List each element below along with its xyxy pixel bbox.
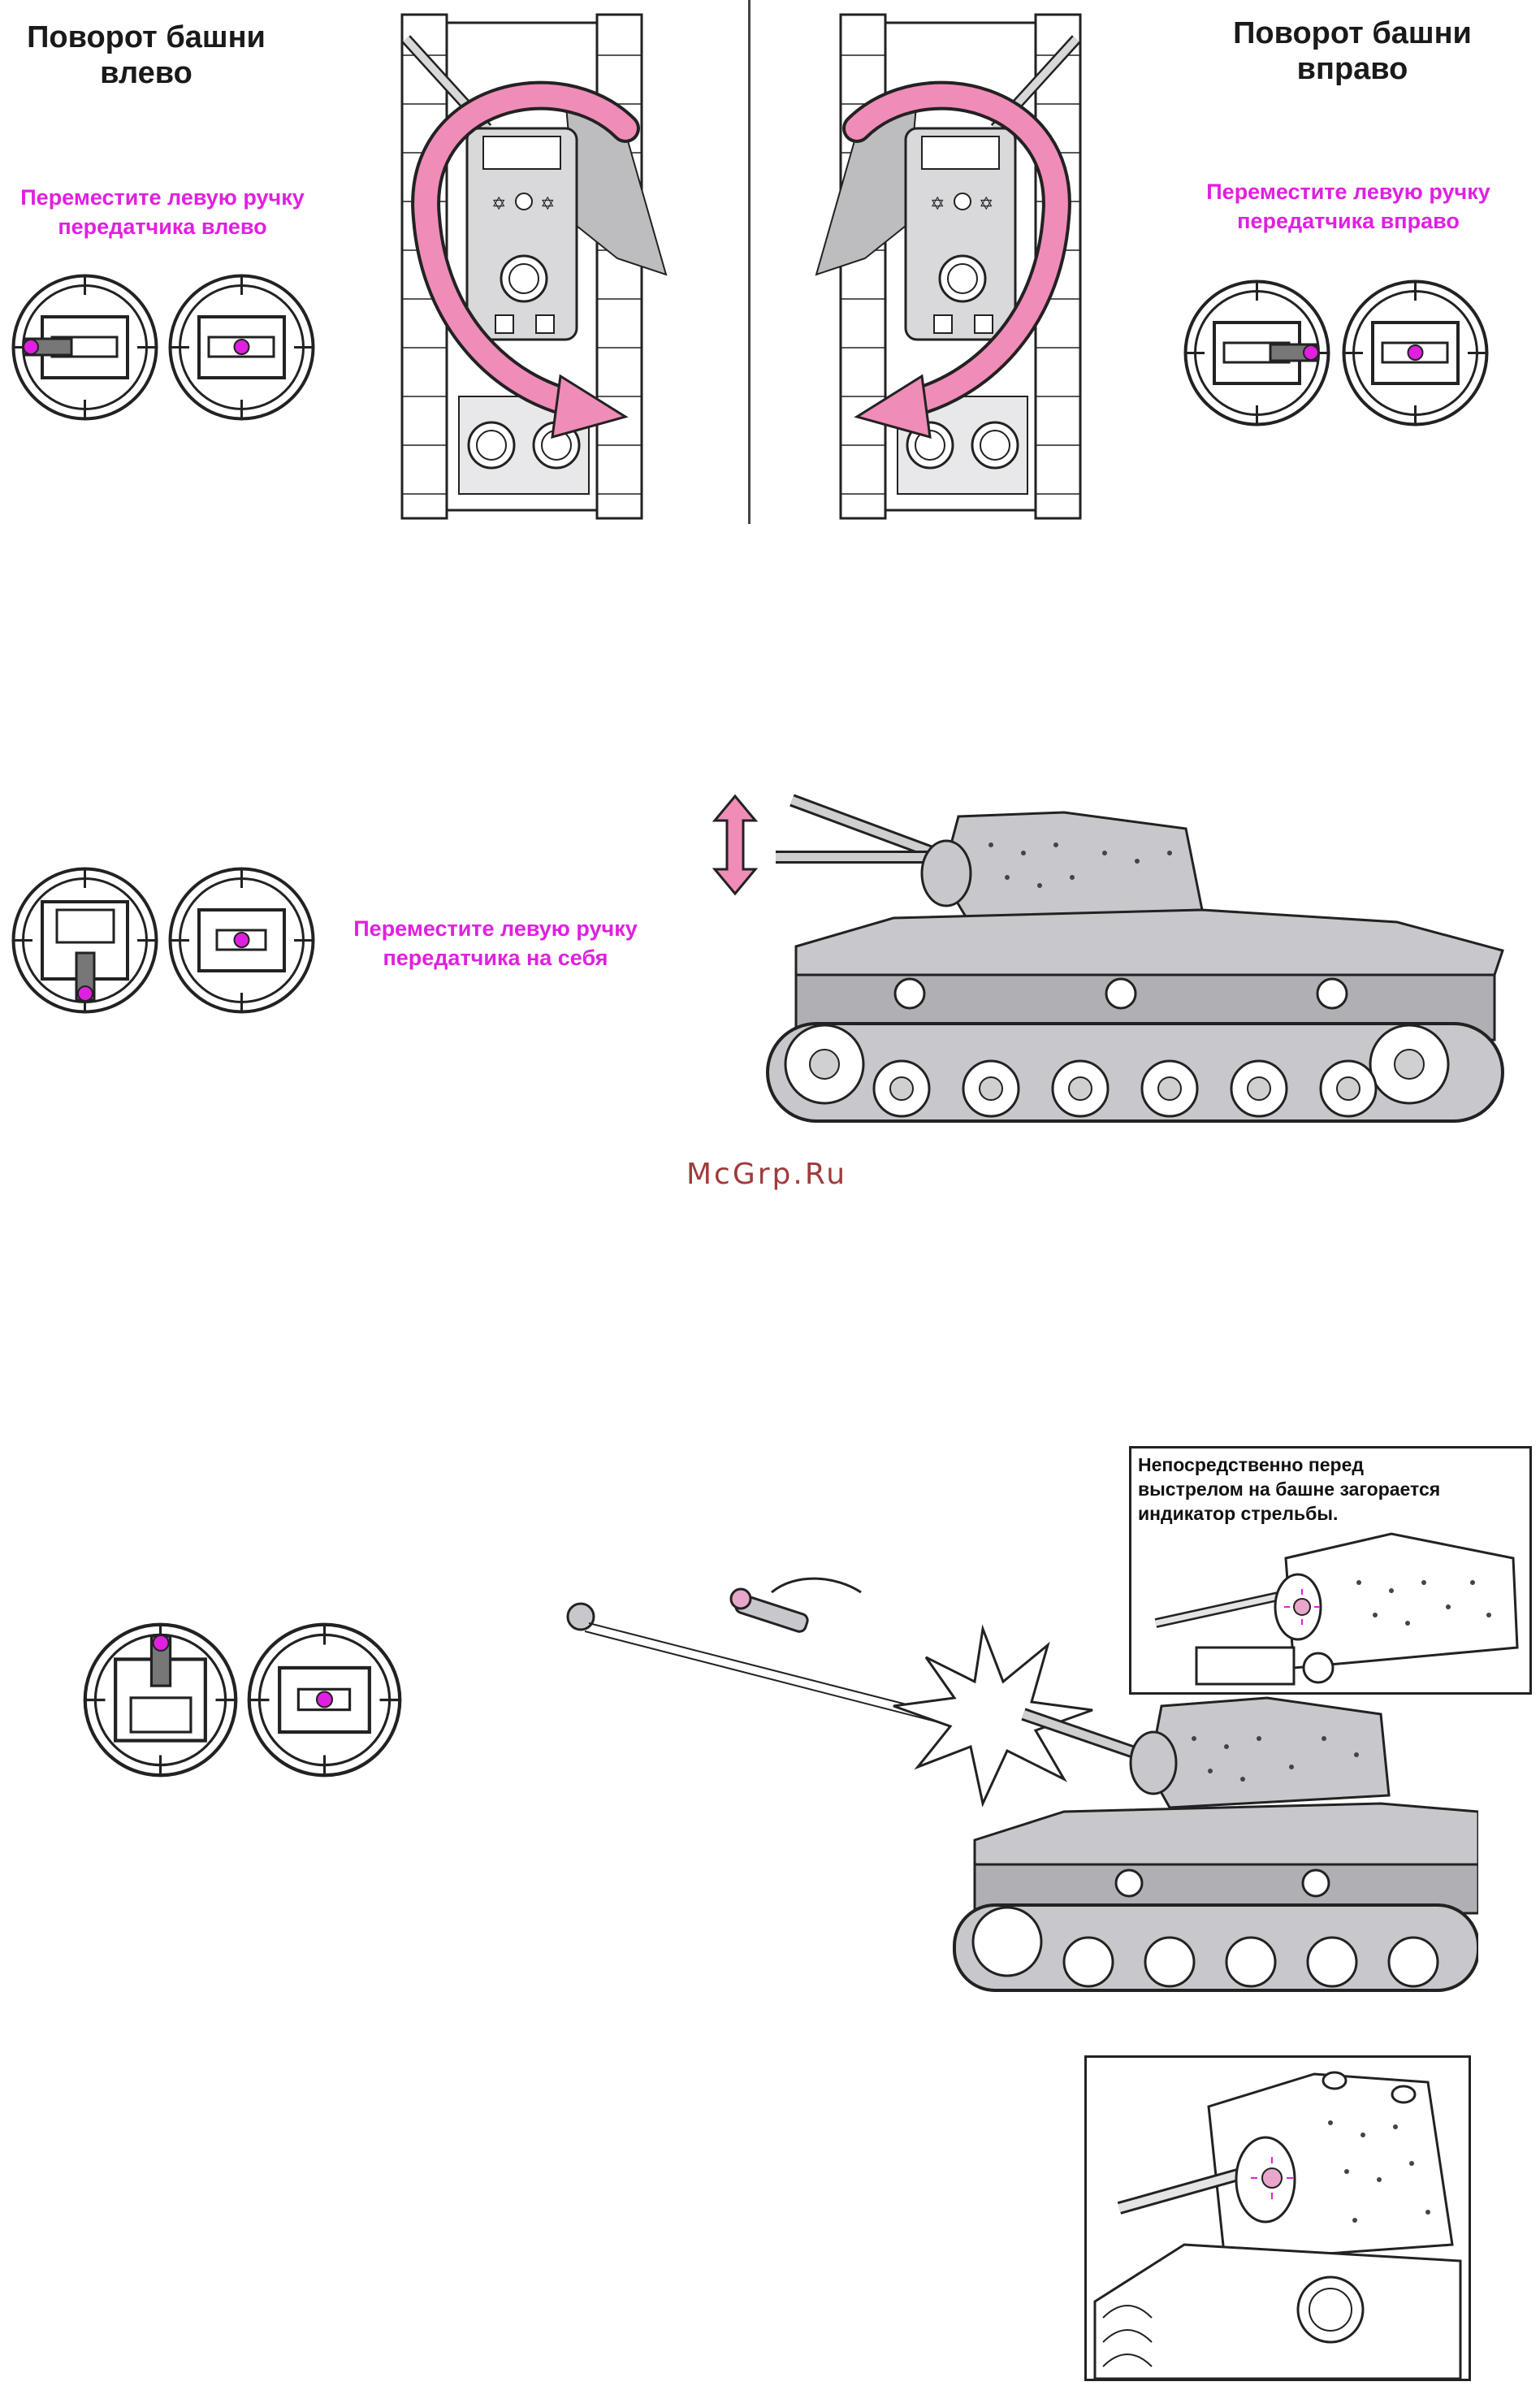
turret-indicator-closeup-illustration [1148,1526,1521,1688]
turret-left-instruction: Переместите левую ручку передатчика влев… [0,183,325,242]
turret-left-instruction-line1: Переместите левую ручку [0,183,325,212]
turret-right-title: Поворот башни вправо [1222,16,1482,87]
tank-side-elevation-illustration [699,780,1507,1137]
turret-left-instruction-line2: передатчика влево [0,212,325,241]
controller-stick-up-icon [81,1621,240,1779]
svg-text:✡: ✡ [491,194,506,214]
tank-topdown-left-illustration: ✡ ✡ [357,6,707,522]
turret-right-instruction-line1: Переместите левую ручку [1178,177,1519,206]
svg-text:✡: ✡ [540,194,555,214]
firing-note-line3: индикатор стрельбы. [1138,1502,1520,1526]
gun-elevation-instruction-line1: Переместите левую ручку [325,914,666,943]
controller-right-idle-icon [167,865,317,1015]
svg-text:✡: ✡ [930,194,945,214]
section-divider [748,0,751,524]
tank-firing-illustration [926,1690,1478,1994]
firing-note-line1: Непосредственно перед [1138,1453,1520,1478]
turret-left-title-line1: Поворот башни [16,20,276,56]
turret-closeup-box [1084,2055,1471,2381]
turret-left-title: Поворот башни влево [16,20,276,91]
turret-left-title-line2: влево [16,56,276,92]
firing-indicator-callout: Непосредственно перед выстрелом на башне… [1129,1446,1532,1695]
turret-right-title-line1: Поворот башни [1222,16,1482,52]
controller-right-idle-icon [167,272,317,422]
controller-stick-left-icon [10,272,160,422]
controller-stick-down-icon [10,865,160,1015]
gun-elevation-instruction-line2: передатчика на себя [325,943,666,972]
controller-right-idle-icon [1340,278,1490,428]
tank-topdown-right-illustration: ✡ ✡ [796,6,1145,522]
turret-right-instruction-line2: передатчика вправо [1178,206,1519,236]
controller-right-idle-icon [245,1621,404,1779]
svg-text:✡: ✡ [979,194,993,214]
firing-note-line2: выстрелом на башне загорается [1138,1478,1520,1502]
turret-right-instruction: Переместите левую ручку передатчика впра… [1178,177,1519,236]
watermark: McGrp.Ru [686,1158,847,1191]
gun-elevation-instruction: Переместите левую ручку передатчика на с… [325,914,666,973]
turret-closeup-illustration [1087,2058,1469,2379]
firing-indicator-note: Непосредственно перед выстрелом на башне… [1138,1453,1520,1526]
turret-right-title-line2: вправо [1222,52,1482,88]
controller-stick-right-icon [1182,278,1332,428]
